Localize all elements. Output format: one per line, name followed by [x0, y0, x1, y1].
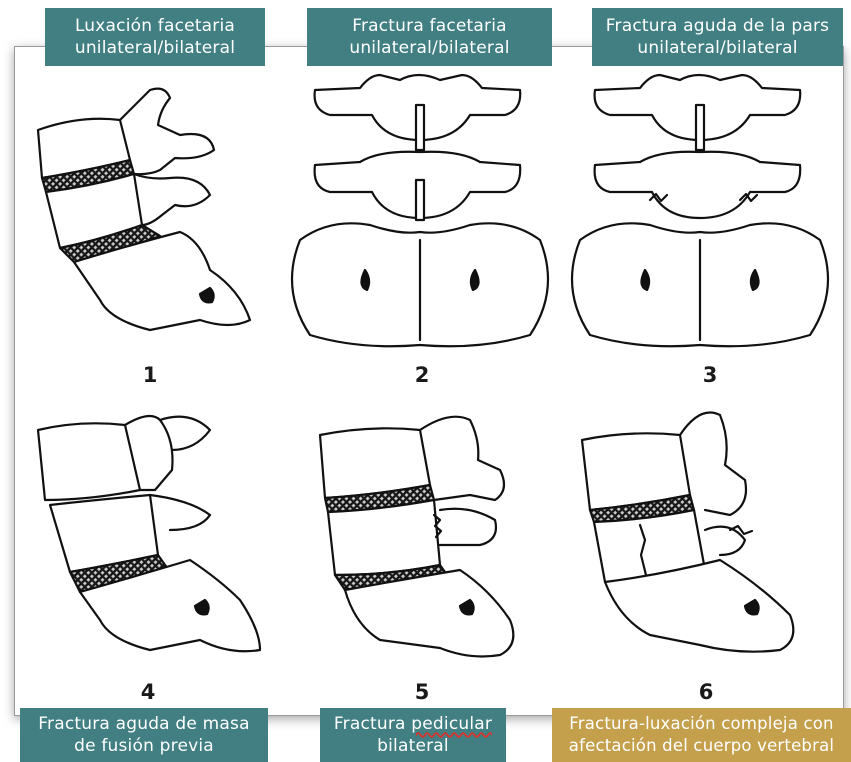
panel-number-5: 5: [402, 680, 442, 704]
label-line: Fractura facetaria: [352, 15, 507, 37]
panel-number-3: 3: [690, 363, 730, 387]
panel-number-6: 6: [686, 680, 726, 704]
panel-4-lateral-spine: [38, 416, 260, 651]
panel-2-ap-spine: [292, 75, 548, 346]
label-line: afectación del cuerpo vertebral: [569, 735, 834, 757]
label-word-underlined: pedicular: [411, 714, 492, 734]
label-line: Fractura aguda de masa: [38, 713, 249, 735]
panel-6-lateral-spine: [582, 413, 793, 652]
label-facet-dislocation: Luxación facetaria unilateral/bilateral: [45, 8, 265, 66]
label-line: Fractura-luxación compleja con: [569, 713, 833, 735]
label-line: Luxación facetaria: [75, 15, 235, 37]
label-line: unilateral/bilateral: [637, 37, 797, 59]
label-line: Fractura aguda de la pars: [606, 15, 829, 37]
panel-number-4: 4: [128, 680, 168, 704]
label-line: bilateral: [377, 735, 449, 757]
label-pedicle-fracture: Fractura pedicular bilateral: [320, 708, 506, 762]
label-fusion-mass-fracture: Fractura aguda de masa de fusión previa: [20, 708, 268, 762]
label-word: Fractura: [334, 714, 411, 734]
label-line: Fractura pedicular: [334, 713, 492, 735]
label-complex-fracture-dislocation: Fractura-luxación compleja con afectació…: [552, 708, 851, 762]
panel-3-ap-spine: [572, 75, 828, 346]
label-line: unilateral/bilateral: [75, 37, 235, 59]
label-pars-fracture: Fractura aguda de la pars unilateral/bil…: [592, 8, 843, 66]
label-line: de fusión previa: [74, 735, 214, 757]
label-line: unilateral/bilateral: [349, 37, 509, 59]
panel-5-lateral-spine: [320, 417, 513, 657]
panel-number-2: 2: [402, 363, 442, 387]
label-facet-fracture: Fractura facetaria unilateral/bilateral: [307, 8, 552, 66]
panel-number-1: 1: [130, 363, 170, 387]
panel-1-lateral-spine: [38, 89, 250, 330]
